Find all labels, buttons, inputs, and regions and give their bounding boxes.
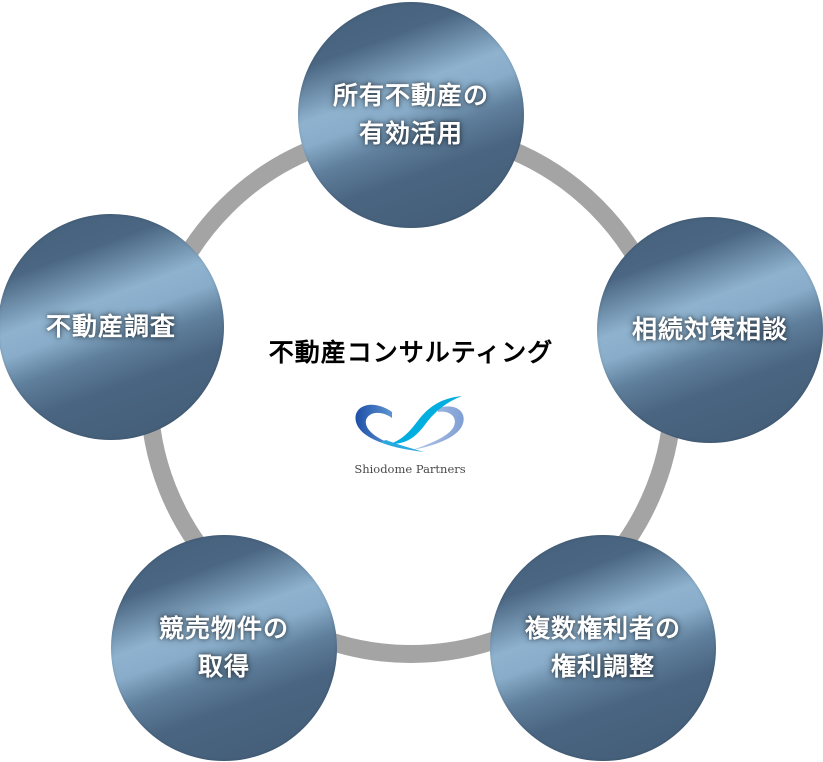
logo-text: Shiodome Partners: [354, 462, 466, 476]
center-title: 不動産コンサルティング: [268, 338, 554, 367]
node-label: 競売物件の 取得: [158, 614, 289, 681]
node-rights-adjustment: 複数権利者の 権利調整: [490, 535, 716, 761]
node-label: 所有不動産の 有効活用: [332, 81, 489, 148]
node-label: 不動産調査: [45, 312, 176, 341]
node-inheritance-consultation: 相続対策相談: [597, 217, 823, 443]
node-property-survey: 不動産調査: [0, 214, 224, 440]
node-auction-acquisition: 競売物件の 取得: [111, 535, 337, 761]
node-effective-use: 所有不動産の 有効活用: [298, 2, 524, 228]
node-label: 相続対策相談: [631, 315, 788, 344]
shiodome-partners-logo-icon: [355, 396, 464, 452]
node-label: 複数権利者の 権利調整: [524, 614, 681, 681]
